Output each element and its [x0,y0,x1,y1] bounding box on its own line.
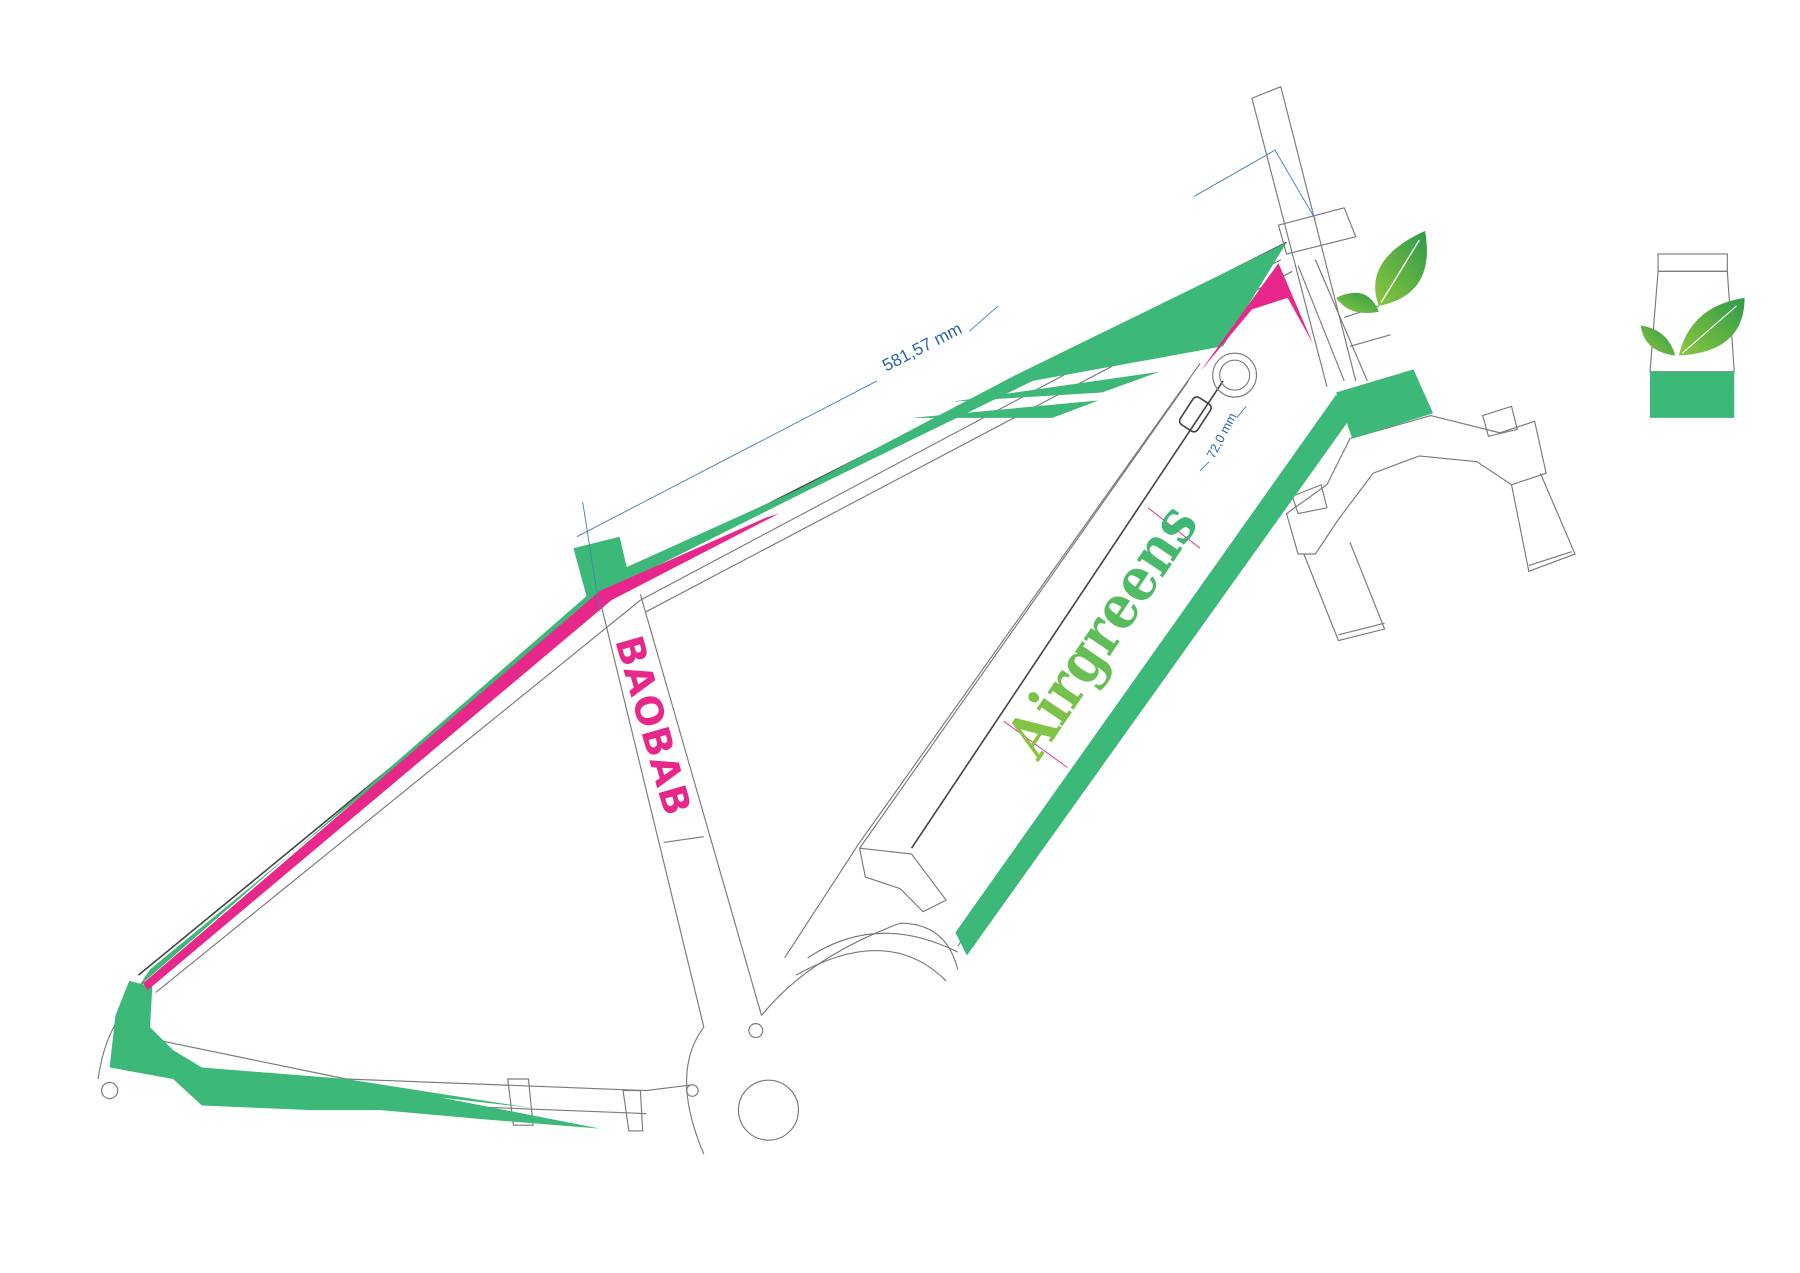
head-tube-decal [1336,369,1434,439]
head-tube-preview [1640,253,1745,418]
down-tube-width-label: 72,0 mm [1204,411,1240,461]
down-tube-stripe [955,394,1353,956]
top-tube-length-label: 581,57 mm [879,318,965,375]
frame-wireframe [97,85,1576,1155]
bottom-bracket-circle [737,1079,800,1141]
charge-port-icon [1178,396,1212,433]
pink-decals [143,263,1314,991]
baobab-logo-text: BAOBAB [606,631,699,821]
leaf-logo-icon [1336,230,1427,314]
green-decals [109,242,1434,1129]
key-lock-icon [1212,352,1258,398]
